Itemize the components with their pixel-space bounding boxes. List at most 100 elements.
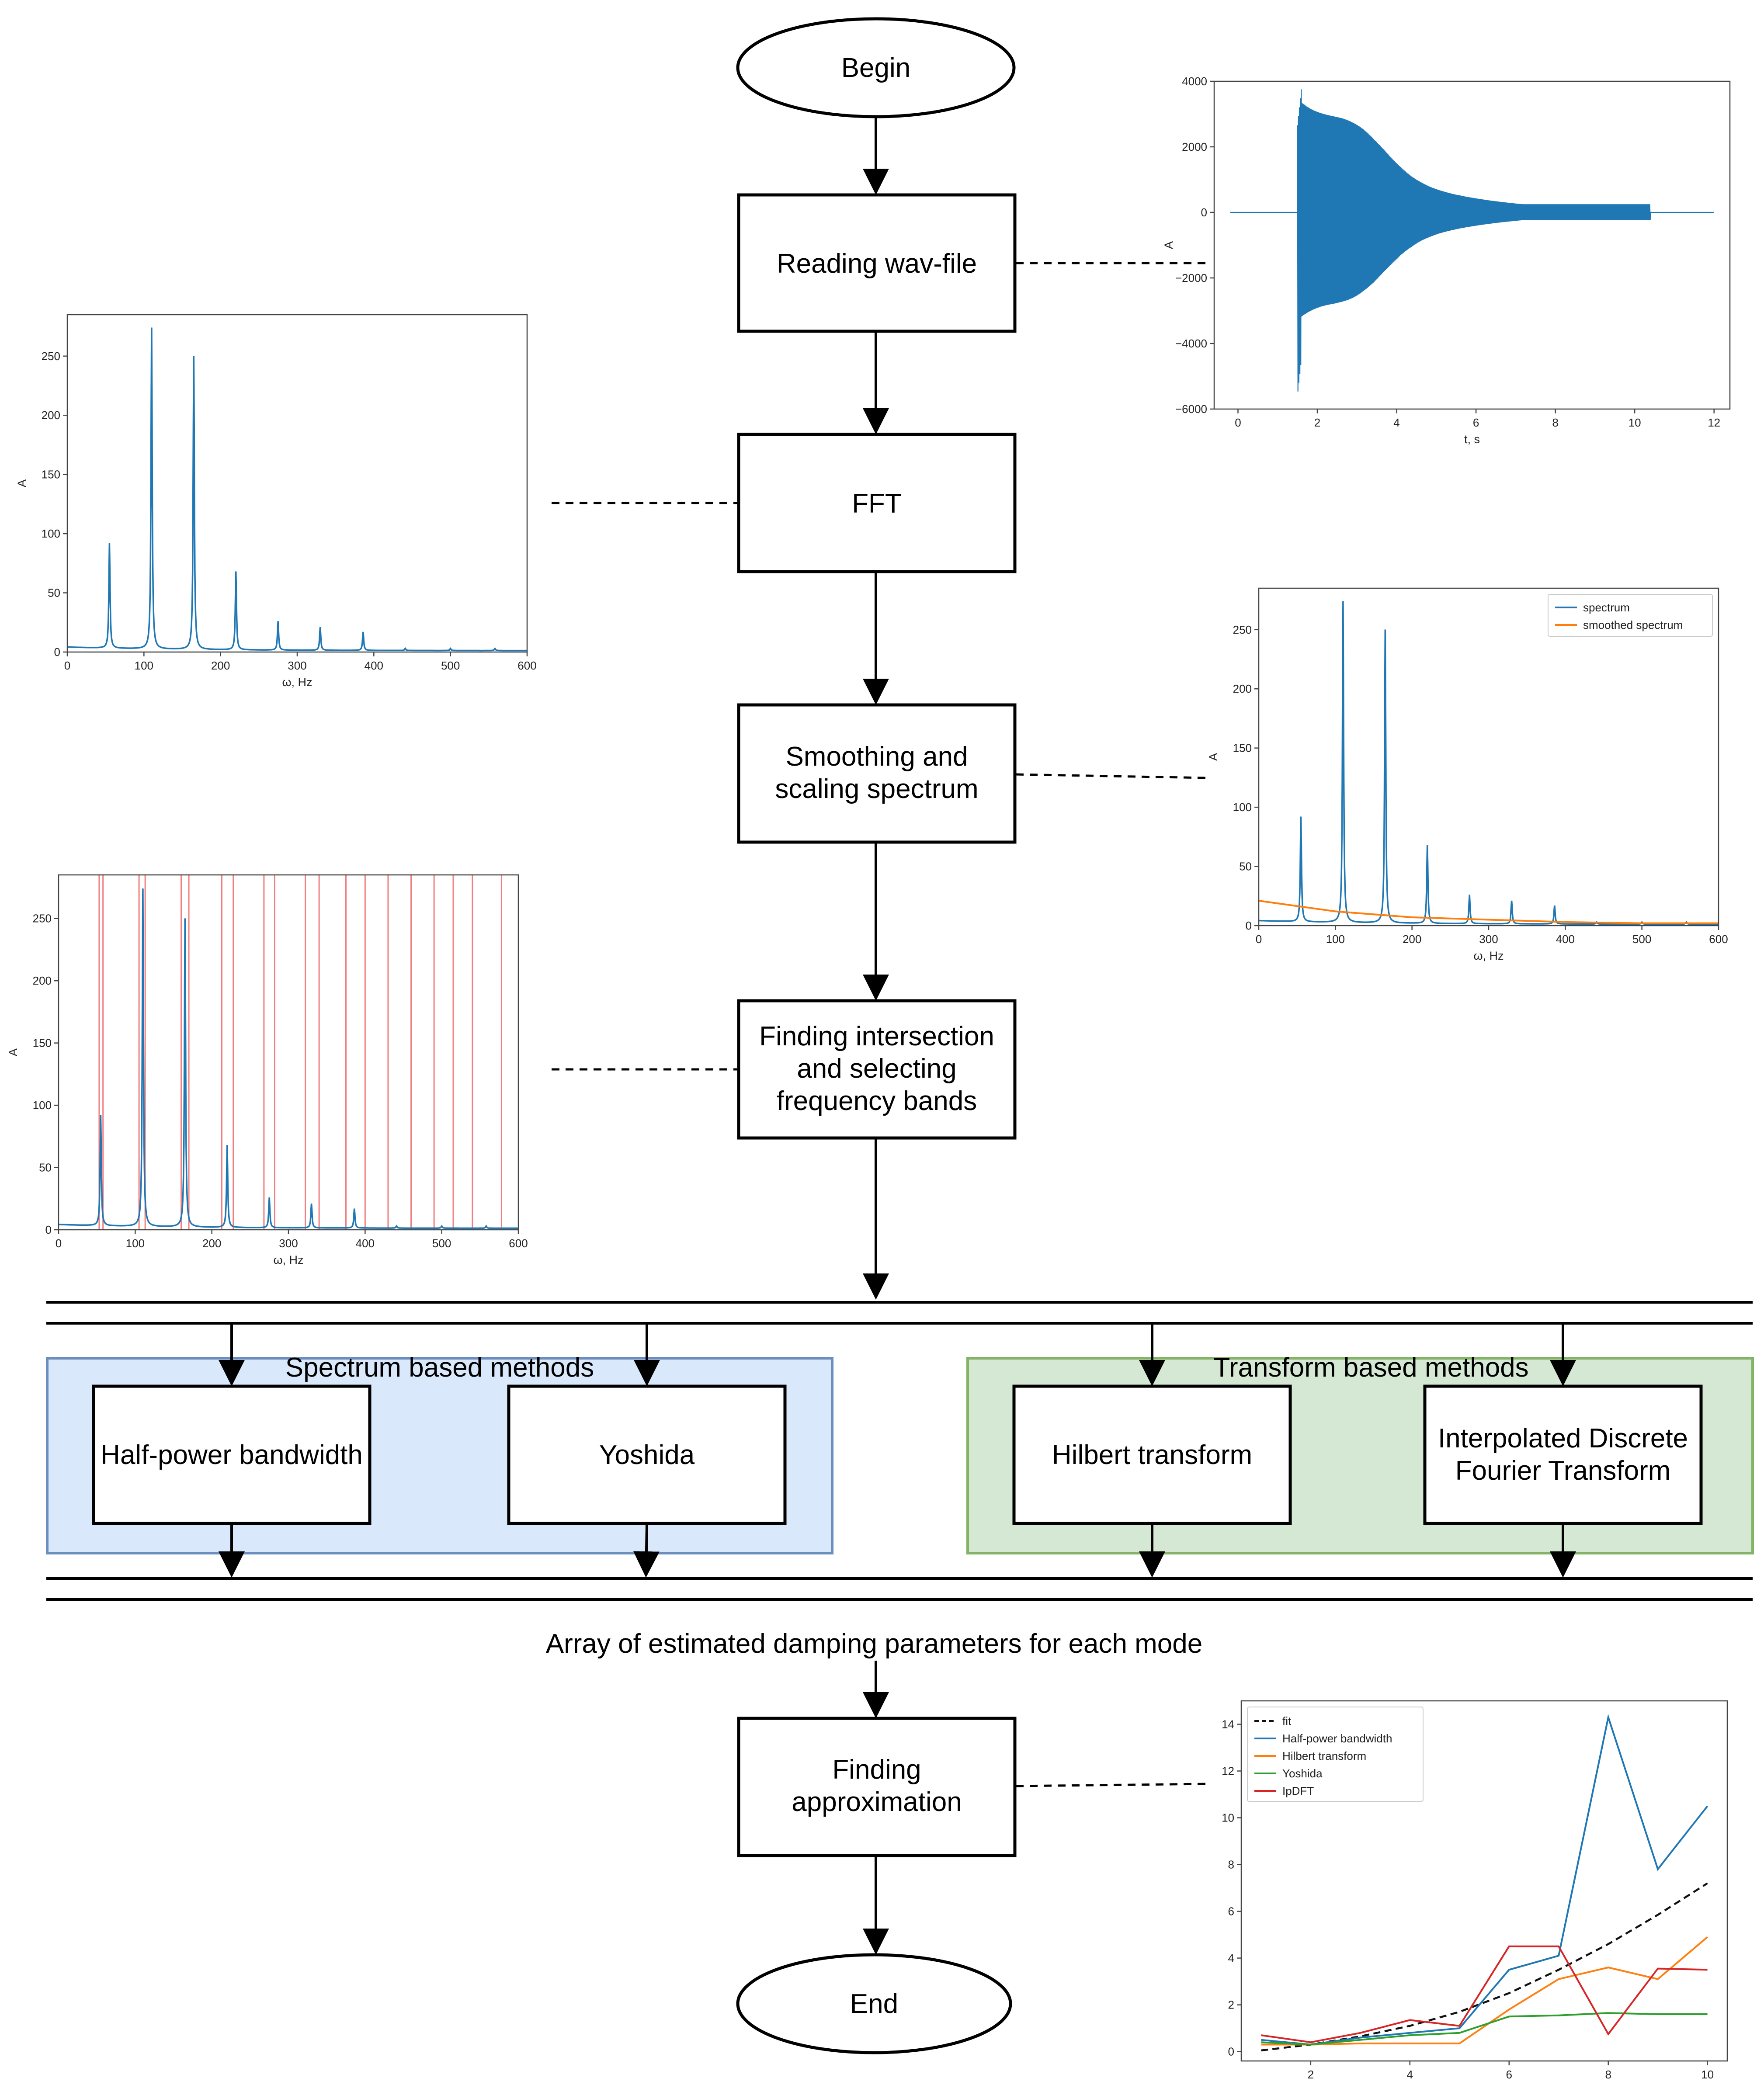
x-tick-label: 600	[1709, 933, 1728, 946]
y-tick-label: 12	[1222, 1765, 1234, 1778]
y-tick-label: 2	[1228, 1998, 1234, 2012]
finding-bands-step: Finding intersection and selecting frequ…	[737, 999, 1017, 1140]
x-tick-label: 300	[1479, 933, 1498, 946]
finding-bands-label-line3: frequency bands	[777, 1086, 977, 1116]
y-tick-label: 100	[42, 527, 60, 540]
y-axis-label: A	[7, 1048, 20, 1056]
legend-label: IpDFT	[1282, 1784, 1314, 1797]
x-tick-label: 8	[1605, 2068, 1611, 2081]
x-tick-label: 500	[441, 659, 460, 672]
x-tick-label: 300	[288, 659, 306, 672]
y-axis-label: A	[15, 479, 28, 487]
legend-label-smoothed: smoothed spectrum	[1583, 618, 1683, 631]
method-arrows	[219, 1324, 1576, 1578]
spectrum-methods-group: Spectrum based methods Half-power bandwi…	[46, 1353, 833, 1554]
x-tick-label: 6	[1473, 416, 1479, 429]
series-line-ipdft	[1261, 1945, 1708, 2043]
smoothing-step: Smoothing and scaling spectrum	[737, 703, 1017, 844]
split-join-bars	[46, 1301, 1753, 1601]
begin-label: Begin	[841, 53, 911, 83]
y-tick-label: 200	[42, 409, 60, 422]
begin-terminator: Begin	[736, 17, 1016, 118]
spectrum-line	[1259, 601, 1719, 925]
series-line-half-power-bandwidth	[1261, 1714, 1708, 2046]
x-tick-label: 400	[356, 1237, 375, 1250]
approximation-label-line1: Finding	[832, 1755, 921, 1785]
y-tick-label: 200	[1233, 682, 1252, 695]
x-tick-label: 400	[365, 659, 383, 672]
legend-label: fit	[1282, 1714, 1292, 1728]
y-tick-label: 0	[45, 1223, 52, 1236]
y-axis-label: A	[1207, 753, 1220, 761]
ipdft-label-line1: Interpolated Discrete	[1438, 1423, 1688, 1454]
x-tick-label: 600	[509, 1237, 528, 1250]
x-tick-label: 200	[1403, 933, 1421, 946]
fft-step: FFT	[737, 433, 1017, 573]
y-tick-label: −4000	[1175, 337, 1207, 350]
reading-wav-file-step: Reading wav-file	[737, 193, 1017, 333]
x-tick-label: 4	[1407, 2068, 1413, 2081]
legend-box	[1247, 1707, 1424, 1802]
y-tick-label: 100	[1233, 801, 1252, 814]
y-tick-label: −2000	[1175, 271, 1207, 284]
half-power-label: Half-power bandwidth	[101, 1440, 363, 1470]
x-tick-label: 10	[1701, 2068, 1714, 2081]
x-tick-label: 4	[1393, 416, 1399, 429]
x-tick-label: 500	[1632, 933, 1651, 946]
x-tick-label: 300	[279, 1237, 298, 1250]
x-tick-label: 10	[1629, 416, 1641, 429]
approximation-label-line2: approximation	[792, 1787, 962, 1817]
y-tick-label: 4	[1228, 1952, 1234, 1965]
y-tick-label: 250	[1233, 623, 1252, 636]
x-tick-label: 2	[1314, 416, 1320, 429]
y-tick-label: 200	[33, 974, 52, 987]
end-label: End	[850, 1989, 898, 2019]
legend-label: Yoshida	[1282, 1767, 1323, 1780]
smoothing-label-line1: Smoothing and	[785, 742, 968, 772]
legend-label-spectrum: spectrum	[1583, 601, 1630, 614]
y-tick-label: 0	[1228, 2045, 1234, 2058]
x-tick-label: 2	[1308, 2068, 1314, 2081]
y-tick-label: 50	[1239, 860, 1252, 873]
x-tick-label: 200	[211, 659, 230, 672]
x-tick-label: 8	[1552, 416, 1558, 429]
x-tick-label: 100	[126, 1237, 145, 1250]
y-tick-label: 250	[42, 350, 60, 363]
series-line-yoshida	[1261, 2012, 1708, 2046]
y-tick-label: 50	[48, 586, 60, 600]
y-tick-label: 0	[54, 645, 60, 659]
transform-methods-group: Transform based methods Hilbert transfor…	[966, 1353, 1754, 1554]
x-tick-label: 400	[1556, 933, 1575, 946]
connector-smoothing-chart	[1015, 773, 1207, 779]
y-tick-label: 100	[33, 1099, 52, 1112]
y-tick-label: 10	[1222, 1811, 1234, 1825]
x-tick-label: 12	[1708, 416, 1720, 429]
y-tick-label: −6000	[1175, 402, 1207, 416]
y-tick-label: 250	[33, 912, 52, 925]
x-tick-label: 6	[1506, 2068, 1512, 2081]
end-terminator: End	[736, 1953, 1012, 2054]
fft-spectrum-line	[67, 327, 527, 652]
transform-group-title: Transform based methods	[1213, 1353, 1528, 1383]
x-tick-label: 0	[1256, 933, 1262, 946]
x-axis-label: ω, Hz	[282, 676, 312, 689]
ipdft-label-line2: Fourier Transform	[1455, 1456, 1671, 1486]
x-tick-label: 0	[56, 1237, 62, 1250]
legend-box	[1548, 594, 1713, 637]
bands-spectrum-line	[59, 888, 518, 1229]
approximation-step: Finding approximation	[737, 1717, 1017, 1857]
reading-wav-file-label: Reading wav-file	[777, 249, 977, 279]
x-tick-label: 600	[517, 659, 536, 672]
plot-frame	[58, 874, 519, 1231]
smoothed-spectrum-line	[1258, 900, 1719, 924]
series-line-hilbert-transform	[1261, 1936, 1708, 2046]
y-tick-label: 50	[39, 1161, 52, 1174]
fft-label: FFT	[852, 489, 902, 519]
y-tick-label: 6	[1228, 1905, 1234, 1918]
finding-bands-label-line2: and selecting	[797, 1054, 956, 1084]
